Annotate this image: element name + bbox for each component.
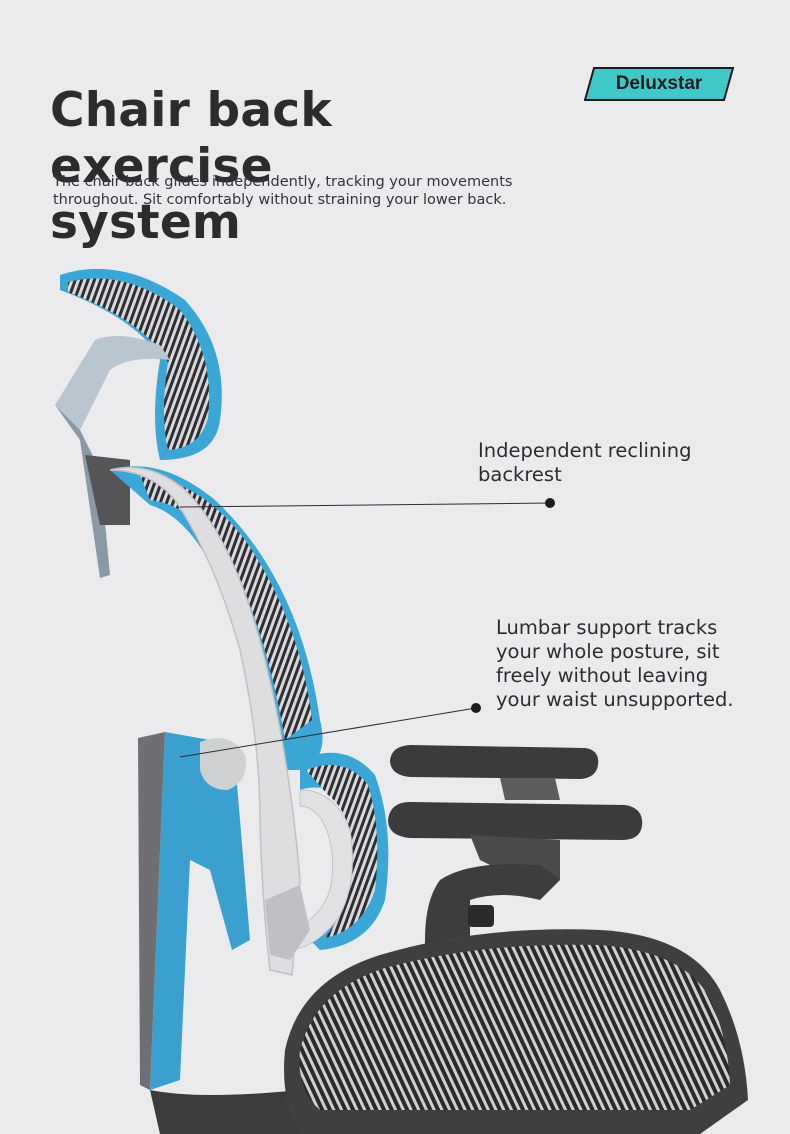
- callout-reclining-backrest: Independent reclining backrest: [478, 439, 691, 487]
- callout-2-line-2: your whole posture, sit: [496, 640, 720, 663]
- callout-leaders: [179, 498, 555, 758]
- page-subtitle: The chair back glides independently, tra…: [53, 173, 553, 209]
- seat: [284, 929, 748, 1134]
- back-mechanism: [138, 732, 330, 1134]
- callout-2-line-1: Lumbar support tracks: [496, 616, 718, 639]
- subtitle-line-2: throughout. Sit comfortably without stra…: [53, 192, 507, 208]
- page-title-line-1: Chair back exercise: [50, 83, 332, 195]
- callout-2-line-4: your waist unsupported.: [496, 688, 734, 711]
- page-title: Chair back exercise system: [50, 83, 570, 251]
- callout-1-line-2: backrest: [478, 463, 562, 486]
- callout-2-line-3: freely without leaving: [496, 664, 709, 687]
- brand-logo: Deluxstar: [584, 67, 734, 101]
- brand-badge-shape: [584, 67, 734, 101]
- brand-name: Deluxstar: [615, 73, 703, 94]
- callout-lumbar-support: Lumbar support tracks your whole posture…: [496, 616, 734, 712]
- page-title-line-2: system: [50, 195, 242, 251]
- subtitle-line-1: The chair back glides independently, tra…: [53, 174, 513, 190]
- callout-1-line-1: Independent reclining: [478, 439, 692, 462]
